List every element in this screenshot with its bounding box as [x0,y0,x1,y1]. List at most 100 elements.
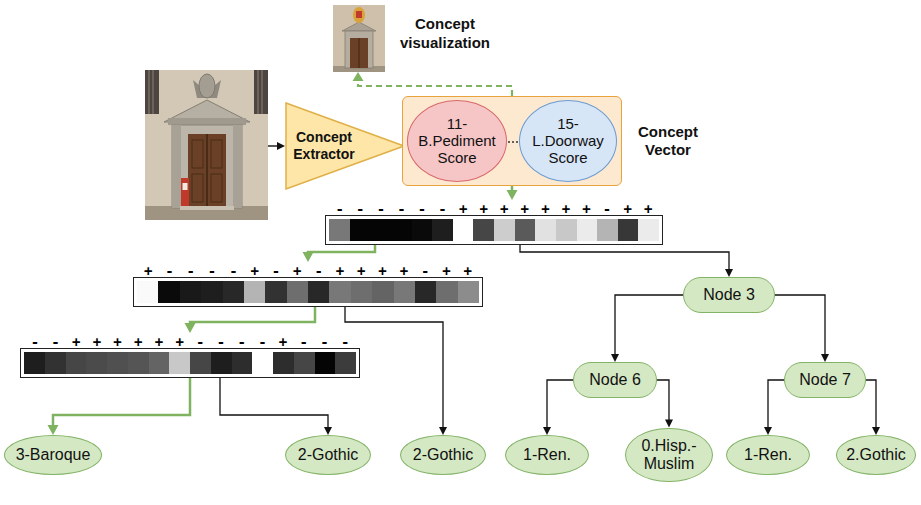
connector [520,245,733,277]
concept-cell [169,352,190,374]
concept-cell [308,281,329,303]
concept-cell [223,281,244,303]
concept-cell [453,219,474,241]
tree-node: Node 7 [784,362,866,398]
class-leaf: 3-Baroque [4,435,102,475]
sign-row: - - - - - - + + + + + + + - + + [325,200,663,215]
arrow-head [872,427,880,435]
connector [866,380,880,435]
door-photo [145,70,268,220]
concept-cell [107,352,128,374]
connector-line [190,307,315,326]
concept-cell [391,219,412,241]
connector [185,307,316,333]
arrow-head [764,427,772,435]
concept-cell [577,219,598,241]
concept-cell [618,219,639,241]
connector [611,295,683,362]
sign-row-text: - - + + + + + + - - - - + - - - [31,335,352,350]
concept-cell [638,219,659,241]
class-label: 2-Gothic [298,446,358,464]
dot [516,141,518,143]
tree-node-label: Node 3 [703,286,755,304]
concept-cell [244,281,265,303]
box-heading: Concept Vector [626,123,710,159]
class-label: 2-Gothic [413,446,473,464]
visualization-dashed-arrow [353,72,513,96]
arrow-head [611,354,619,362]
concept-cell [190,352,211,374]
connector [303,245,376,262]
connector [507,186,518,200]
arrow-head [439,427,447,435]
triangle-outline [286,103,404,189]
figure-label: Concept visualization [386,14,504,52]
concept-cell [350,219,371,241]
arrow-head [507,190,518,200]
class-label: 1-Ren. [523,446,571,464]
concept-cell [329,281,350,303]
concept-vector-box: Concept Vector11- B.Pediment Score15- L.… [402,96,622,186]
concept-cell [149,352,170,374]
concept-cell [432,219,453,241]
connector-line [657,380,669,422]
concept-score-ellipse: 15- L.Doorway Score [519,100,617,182]
connector-line [53,378,190,428]
dot [508,141,510,143]
concept-vector-strip: + - - - - + - + - + + + + - + + [133,262,483,307]
class-leaf: 1-Ren. [726,435,810,475]
connector [345,307,447,435]
concept-cell [458,281,479,303]
score-label: 15- L.Doorway Score [528,115,608,166]
concept-cell [45,352,66,374]
concept-cell [556,219,577,241]
concept-extractor: Concept Extractor [285,102,405,190]
sign-row: - - + + + + + + - - - - + - - - [20,333,360,348]
concept-cell [597,219,618,241]
arrow-head [725,269,733,277]
concept-bars [20,348,360,378]
connector [764,380,784,435]
class-label: 0.Hisp.- Muslim [636,437,702,473]
concept-cell [201,281,222,303]
concept-cell [265,281,286,303]
arrow-head [47,425,58,435]
class-label: 3-Baroque [16,446,91,464]
concept-cell [370,219,391,241]
concept-cell [473,219,494,241]
concept-cell [287,281,308,303]
node-label: Concept Extractor [289,129,359,163]
sign-row-text: - - - - - - + + + + + + + - + + [336,202,655,217]
concept-cell [211,352,232,374]
class-leaf: 2-Gothic [400,435,486,475]
connector-line [220,378,328,429]
connector [220,378,332,435]
connector-line [547,380,573,429]
concept-bars [133,277,483,307]
class-leaf: 1-Ren. [505,435,589,475]
concept-cell [415,281,436,303]
sign-row-text: + - - - - + - + - + + + + - + + [144,264,474,279]
class-leaf: 0.Hisp.- Muslim [625,428,713,483]
connector [775,295,829,362]
arrow-head [324,427,332,435]
connector-line [308,245,375,255]
connector-line [768,380,784,429]
concept-cell [158,281,179,303]
concept-cell [351,281,372,303]
arrow-head [821,354,829,362]
class-label: 2.Gothic [846,446,906,464]
concept-cell [494,219,515,241]
tree-node: Node 3 [683,277,775,313]
ellipsis-dots [507,139,519,145]
sign-row: + - - - - + - + - + + + + - + + [133,262,483,277]
concept-cell [232,352,253,374]
tree-node-label: Node 6 [589,371,641,389]
concept-cell [252,352,273,374]
concept-cell [412,219,433,241]
concept-cell [329,219,350,241]
class-leaf: 2.Gothic [836,435,917,475]
